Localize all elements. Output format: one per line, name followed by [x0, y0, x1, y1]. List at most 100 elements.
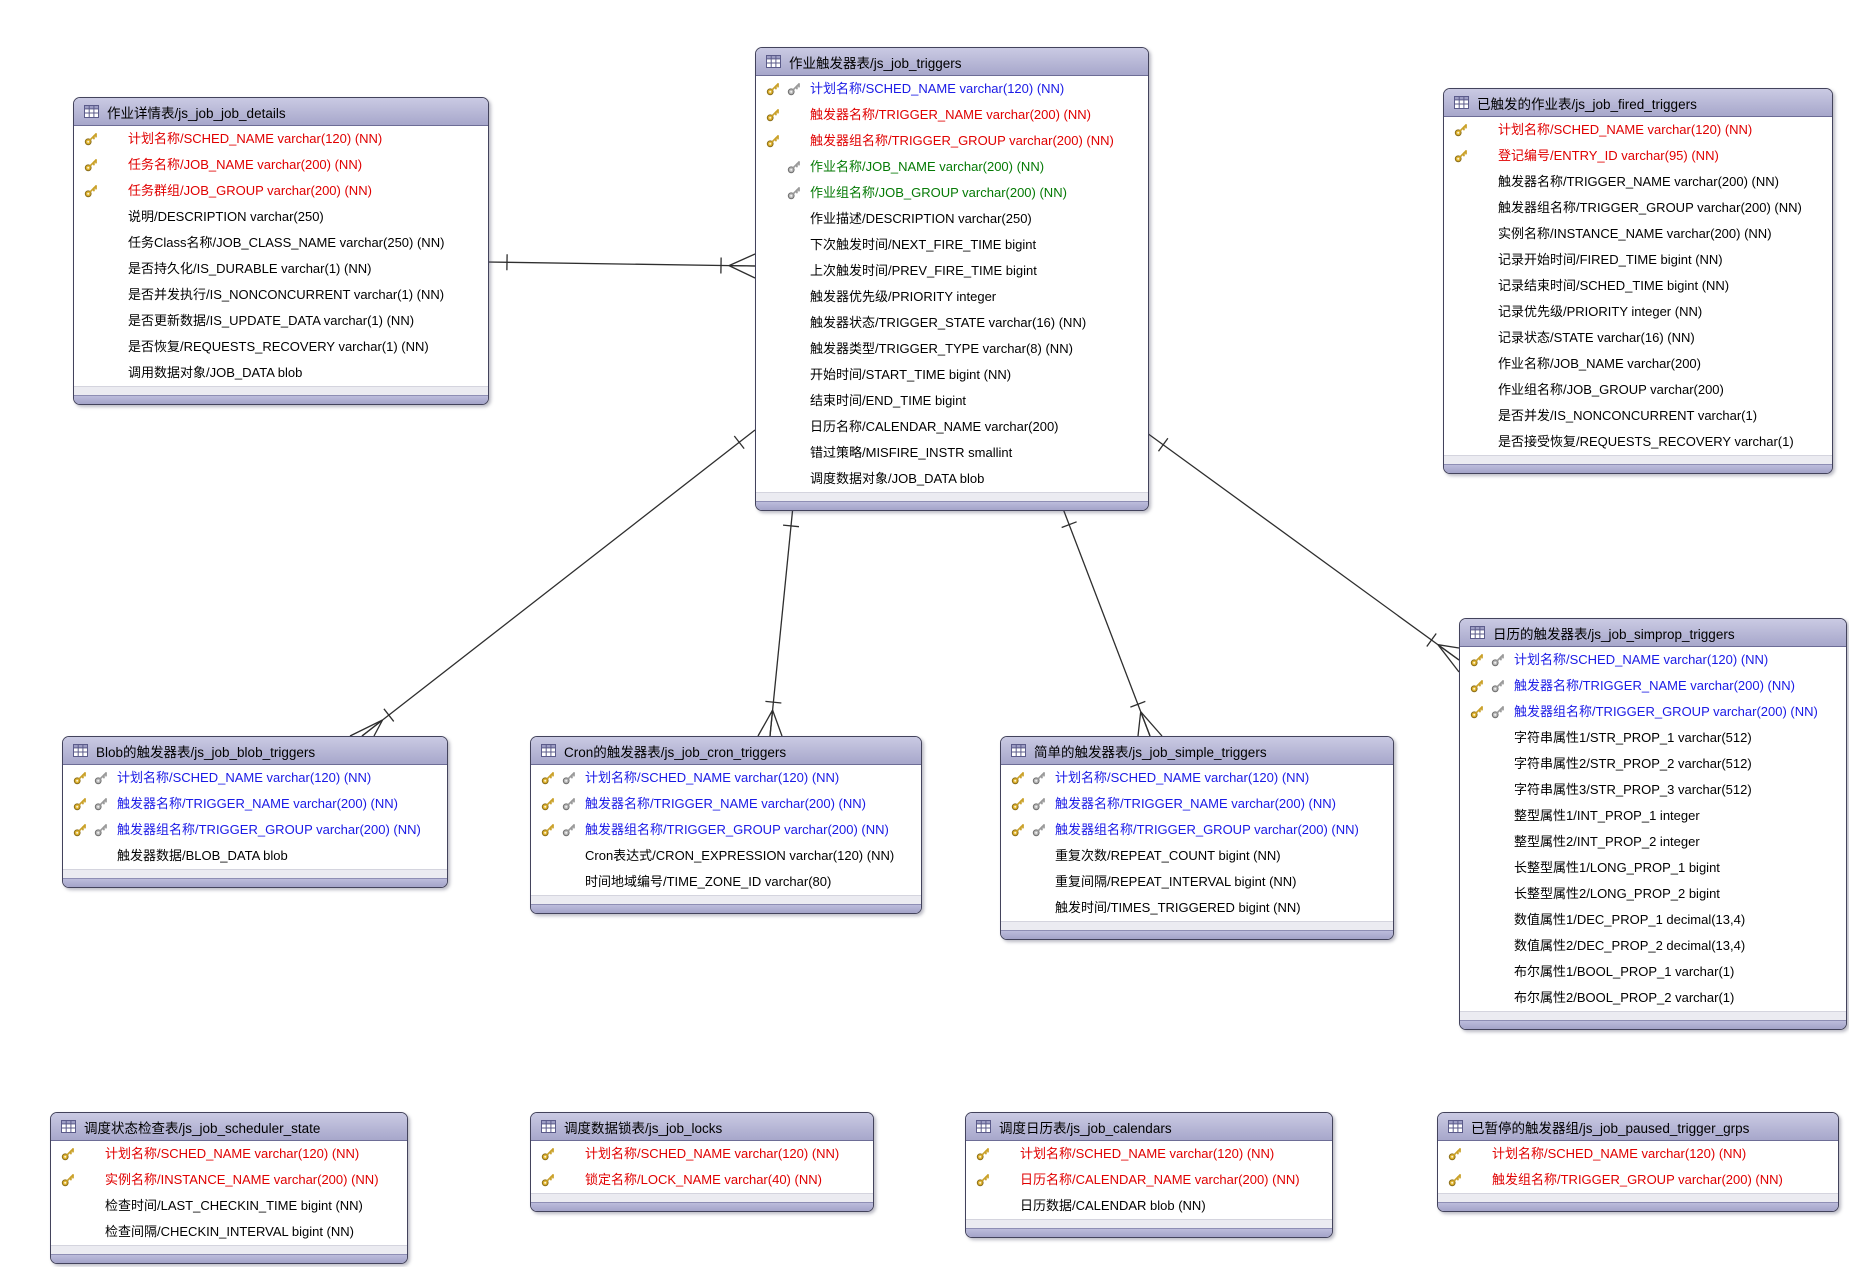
column-row[interactable]: 触发器组名称/TRIGGER_GROUP varchar(200) (NN) — [1460, 699, 1846, 725]
column-row[interactable]: 结束时间/END_TIME bigint — [756, 388, 1148, 414]
column-row[interactable]: 触发器组名称/TRIGGER_GROUP varchar(200) (NN) — [756, 128, 1148, 154]
column-row[interactable]: 计划名称/SCHED_NAME varchar(120) (NN) — [1001, 765, 1393, 791]
table-header-js_job_job_details[interactable]: 作业详情表/js_job_job_details — [74, 98, 488, 126]
column-row[interactable]: 是否并发执行/IS_NONCONCURRENT varchar(1) (NN) — [74, 282, 488, 308]
table-header-js_job_cron_triggers[interactable]: Cron的触发器表/js_job_cron_triggers — [531, 737, 921, 765]
column-row[interactable]: 日历名称/CALENDAR_NAME varchar(200) (NN) — [966, 1167, 1332, 1193]
column-row[interactable]: 任务Class名称/JOB_CLASS_NAME varchar(250) (N… — [74, 230, 488, 256]
column-row[interactable]: 计划名称/SCHED_NAME varchar(120) (NN) — [756, 76, 1148, 102]
column-row[interactable]: 长整型属性1/LONG_PROP_1 bigint — [1460, 855, 1846, 881]
column-row[interactable]: 计划名称/SCHED_NAME varchar(120) (NN) — [1438, 1141, 1838, 1167]
column-row[interactable]: 下次触发时间/NEXT_FIRE_TIME bigint — [756, 232, 1148, 258]
column-row[interactable]: 是否并发/IS_NONCONCURRENT varchar(1) — [1444, 403, 1832, 429]
column-row[interactable]: 布尔属性2/BOOL_PROP_2 varchar(1) — [1460, 985, 1846, 1011]
column-row[interactable]: 触发器优先级/PRIORITY integer — [756, 284, 1148, 310]
column-row[interactable]: 记录优先级/PRIORITY integer (NN) — [1444, 299, 1832, 325]
column-row[interactable]: 触发器组名称/TRIGGER_GROUP varchar(200) (NN) — [63, 817, 447, 843]
column-row[interactable]: 触发器类型/TRIGGER_TYPE varchar(8) (NN) — [756, 336, 1148, 362]
column-row[interactable]: 字符串属性3/STR_PROP_3 varchar(512) — [1460, 777, 1846, 803]
column-row[interactable]: 检查间隔/CHECKIN_INTERVAL bigint (NN) — [51, 1219, 407, 1245]
column-row[interactable]: 长整型属性2/LONG_PROP_2 bigint — [1460, 881, 1846, 907]
column-row[interactable]: 数值属性1/DEC_PROP_1 decimal(13,4) — [1460, 907, 1846, 933]
column-row[interactable]: 是否持久化/IS_DURABLE varchar(1) (NN) — [74, 256, 488, 282]
column-row[interactable]: 错过策略/MISFIRE_INSTR smallint — [756, 440, 1148, 466]
column-row[interactable]: 调度数据对象/JOB_DATA blob — [756, 466, 1148, 492]
column-row[interactable]: 检查时间/LAST_CHECKIN_TIME bigint (NN) — [51, 1193, 407, 1219]
table-header-js_job_locks[interactable]: 调度数据锁表/js_job_locks — [531, 1113, 873, 1141]
column-row[interactable]: 任务名称/JOB_NAME varchar(200) (NN) — [74, 152, 488, 178]
column-row[interactable]: 任务群组/JOB_GROUP varchar(200) (NN) — [74, 178, 488, 204]
column-row[interactable]: 数值属性2/DEC_PROP_2 decimal(13,4) — [1460, 933, 1846, 959]
table-header-js_job_fired_triggers[interactable]: 已触发的作业表/js_job_fired_triggers — [1444, 89, 1832, 117]
column-row[interactable]: 触发器数据/BLOB_DATA blob — [63, 843, 447, 869]
column-row[interactable]: 实例名称/INSTANCE_NAME varchar(200) (NN) — [1444, 221, 1832, 247]
column-row[interactable]: 说明/DESCRIPTION varchar(250) — [74, 204, 488, 230]
column-row[interactable]: 计划名称/SCHED_NAME varchar(120) (NN) — [531, 765, 921, 791]
column-row[interactable]: 触发器状态/TRIGGER_STATE varchar(16) (NN) — [756, 310, 1148, 336]
column-row[interactable]: 计划名称/SCHED_NAME varchar(120) (NN) — [51, 1141, 407, 1167]
column-row[interactable]: 计划名称/SCHED_NAME varchar(120) (NN) — [63, 765, 447, 791]
column-row[interactable]: 是否恢复/REQUESTS_RECOVERY varchar(1) (NN) — [74, 334, 488, 360]
column-row[interactable]: 触发器名称/TRIGGER_NAME varchar(200) (NN) — [63, 791, 447, 817]
table-header-js_job_simple_triggers[interactable]: 简单的触发器表/js_job_simple_triggers — [1001, 737, 1393, 765]
column-row[interactable]: 锁定名称/LOCK_NAME varchar(40) (NN) — [531, 1167, 873, 1193]
table-header-js_job_calendars[interactable]: 调度日历表/js_job_calendars — [966, 1113, 1332, 1141]
column-row[interactable]: 触发器名称/TRIGGER_NAME varchar(200) (NN) — [756, 102, 1148, 128]
table-header-js_job_blob_triggers[interactable]: Blob的触发器表/js_job_blob_triggers — [63, 737, 447, 765]
table-header-js_job_paused_trigger_grps[interactable]: 已暂停的触发器组/js_job_paused_trigger_grps — [1438, 1113, 1838, 1141]
table-header-js_job_scheduler_state[interactable]: 调度状态检查表/js_job_scheduler_state — [51, 1113, 407, 1141]
column-row[interactable]: 计划名称/SCHED_NAME varchar(120) (NN) — [1460, 647, 1846, 673]
column-row[interactable]: 登记编号/ENTRY_ID varchar(95) (NN) — [1444, 143, 1832, 169]
column-row[interactable]: 计划名称/SCHED_NAME varchar(120) (NN) — [966, 1141, 1332, 1167]
column-row[interactable]: 触发器名称/TRIGGER_NAME varchar(200) (NN) — [1444, 169, 1832, 195]
column-row[interactable]: 计划名称/SCHED_NAME varchar(120) (NN) — [74, 126, 488, 152]
column-row[interactable]: 日历数据/CALENDAR blob (NN) — [966, 1193, 1332, 1219]
column-row[interactable]: 整型属性2/INT_PROP_2 integer — [1460, 829, 1846, 855]
column-row[interactable]: 开始时间/START_TIME bigint (NN) — [756, 362, 1148, 388]
column-row[interactable]: 实例名称/INSTANCE_NAME varchar(200) (NN) — [51, 1167, 407, 1193]
column-row[interactable]: 日历名称/CALENDAR_NAME varchar(200) — [756, 414, 1148, 440]
column-row[interactable]: 是否更新数据/IS_UPDATE_DATA varchar(1) (NN) — [74, 308, 488, 334]
column-row[interactable]: 触发器名称/TRIGGER_NAME varchar(200) (NN) — [531, 791, 921, 817]
column-row[interactable]: 调用数据对象/JOB_DATA blob — [74, 360, 488, 386]
column-row[interactable]: 记录开始时间/FIRED_TIME bigint (NN) — [1444, 247, 1832, 273]
column-row[interactable]: 作业组名称/JOB_GROUP varchar(200) — [1444, 377, 1832, 403]
column-row[interactable]: 作业描述/DESCRIPTION varchar(250) — [756, 206, 1148, 232]
column-row[interactable]: 字符串属性1/STR_PROP_1 varchar(512) — [1460, 725, 1846, 751]
column-row[interactable]: 上次触发时间/PREV_FIRE_TIME bigint — [756, 258, 1148, 284]
column-row[interactable]: 触发器名称/TRIGGER_NAME varchar(200) (NN) — [1460, 673, 1846, 699]
column-row[interactable]: 是否接受恢复/REQUESTS_RECOVERY varchar(1) — [1444, 429, 1832, 455]
column-row[interactable]: 触发时间/TIMES_TRIGGERED bigint (NN) — [1001, 895, 1393, 921]
table-header-js_job_simprop_triggers[interactable]: 日历的触发器表/js_job_simprop_triggers — [1460, 619, 1846, 647]
column-row[interactable]: 时间地域编号/TIME_ZONE_ID varchar(80) — [531, 869, 921, 895]
column-row[interactable]: 计划名称/SCHED_NAME varchar(120) (NN) — [1444, 117, 1832, 143]
column-row[interactable]: 作业名称/JOB_NAME varchar(200) — [1444, 351, 1832, 377]
column-row[interactable]: 触发器名称/TRIGGER_NAME varchar(200) (NN) — [1001, 791, 1393, 817]
column-row[interactable]: 字符串属性2/STR_PROP_2 varchar(512) — [1460, 751, 1846, 777]
column-row[interactable]: 触发器组名称/TRIGGER_GROUP varchar(200) (NN) — [1001, 817, 1393, 843]
column-row[interactable]: 记录状态/STATE varchar(16) (NN) — [1444, 325, 1832, 351]
table-header-js_job_triggers[interactable]: 作业触发器表/js_job_triggers — [756, 48, 1148, 76]
column-row[interactable]: 重复次数/REPEAT_COUNT bigint (NN) — [1001, 843, 1393, 869]
column-row[interactable]: Cron表达式/CRON_EXPRESSION varchar(120) (NN… — [531, 843, 921, 869]
column-row[interactable]: 作业名称/JOB_NAME varchar(200) (NN) — [756, 154, 1148, 180]
column-row[interactable]: 计划名称/SCHED_NAME varchar(120) (NN) — [531, 1141, 873, 1167]
column-row[interactable]: 重复间隔/REPEAT_INTERVAL bigint (NN) — [1001, 869, 1393, 895]
column-row[interactable]: 触发器组名称/TRIGGER_GROUP varchar(200) (NN) — [531, 817, 921, 843]
column-row[interactable]: 整型属性1/INT_PROP_1 integer — [1460, 803, 1846, 829]
column-row[interactable]: 触发组名称/TRIGGER_GROUP varchar(200) (NN) — [1438, 1167, 1838, 1193]
column-row[interactable]: 作业组名称/JOB_GROUP varchar(200) (NN) — [756, 180, 1148, 206]
column-row[interactable]: 布尔属性1/BOOL_PROP_1 varchar(1) — [1460, 959, 1846, 985]
column-row[interactable]: 触发器组名称/TRIGGER_GROUP varchar(200) (NN) — [1444, 195, 1832, 221]
